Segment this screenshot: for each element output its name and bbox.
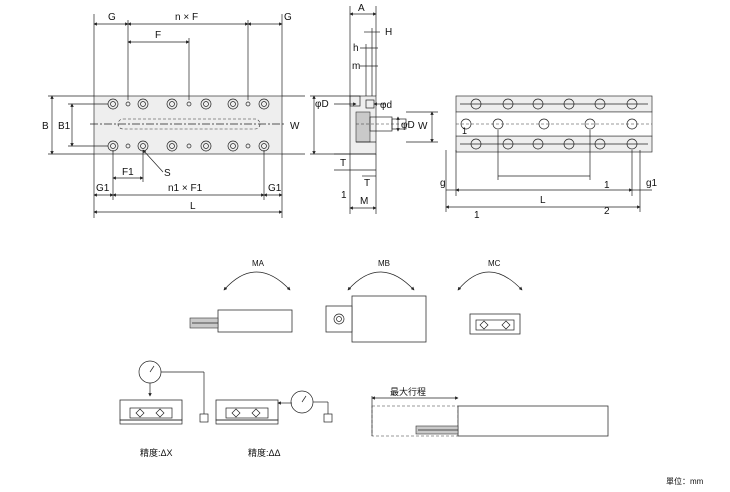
moment-mb: MB — [325, 259, 427, 343]
right-view-bolts-top — [470, 98, 638, 110]
bottom-hole-row — [107, 140, 270, 152]
label-MB: MB — [378, 259, 390, 268]
label-W-side: W — [418, 121, 428, 132]
label-m: m — [352, 61, 360, 72]
label-num1-bottom: 1 — [474, 210, 480, 221]
label-W-top: W — [290, 121, 300, 132]
label-L-right: L — [540, 195, 546, 206]
label-T-right: T — [364, 178, 370, 189]
label-L-top: L — [190, 201, 196, 212]
label-F1: F1 — [122, 167, 134, 178]
label-h: h — [353, 43, 359, 54]
label-num2: 2 — [604, 206, 610, 217]
right-view: 1 g 1 g1 L 1 2 — [440, 95, 658, 221]
label-G1-left: G1 — [96, 183, 110, 194]
right-view-bolts-bottom — [470, 138, 638, 150]
moment-ma: MA — [189, 259, 293, 333]
side-rail — [355, 111, 371, 143]
label-g1: g1 — [646, 178, 658, 189]
label-A: A — [358, 3, 365, 14]
label-nxF: n × F — [175, 12, 198, 23]
top-view-body — [93, 95, 283, 155]
label-F: F — [155, 30, 161, 41]
unit-label: 單位：mm — [666, 476, 704, 486]
label-num1-inner: 1 — [462, 126, 467, 136]
side-view: A H h m φD φd φD W T T 1 M — [310, 3, 438, 214]
label-phid: φd — [380, 100, 392, 111]
label-n1xF1: n1 × F1 — [168, 183, 203, 194]
accuracy-dx: 精度:ΔX — [119, 360, 209, 458]
label-MC: MC — [488, 259, 501, 268]
label-accuracy-da: 精度:ΔΔ — [248, 447, 281, 458]
label-G1-right: G1 — [268, 183, 282, 194]
label-num1-mid: 1 — [604, 180, 610, 191]
label-T-left: T — [340, 158, 346, 169]
label-G-right: G — [284, 12, 292, 23]
max-stroke-diagram: 最大行程 — [371, 386, 609, 437]
top-hole-row — [107, 98, 270, 110]
label-G-left: G — [108, 12, 116, 23]
label-max-stroke: 最大行程 — [390, 386, 426, 397]
label-S: S — [164, 168, 171, 179]
label-phiD-left: φD — [315, 99, 329, 110]
label-accuracy-dx: 精度:ΔX — [140, 447, 173, 458]
moment-mc: MC — [457, 259, 523, 335]
right-view-bolts-mid — [460, 118, 638, 130]
label-B1: B1 — [58, 121, 71, 132]
accuracy-da: 精度:ΔΔ — [215, 390, 333, 458]
label-H: H — [385, 27, 392, 38]
label-num1-side: 1 — [341, 190, 347, 201]
label-M: M — [360, 196, 368, 207]
label-phiD-right: φD — [401, 120, 415, 131]
label-g: g — [440, 178, 446, 189]
label-B: B — [42, 121, 49, 132]
top-view: G n × F G F B B1 W S F1 G1 n1 × F1 — [42, 12, 305, 218]
label-MA: MA — [252, 259, 265, 268]
